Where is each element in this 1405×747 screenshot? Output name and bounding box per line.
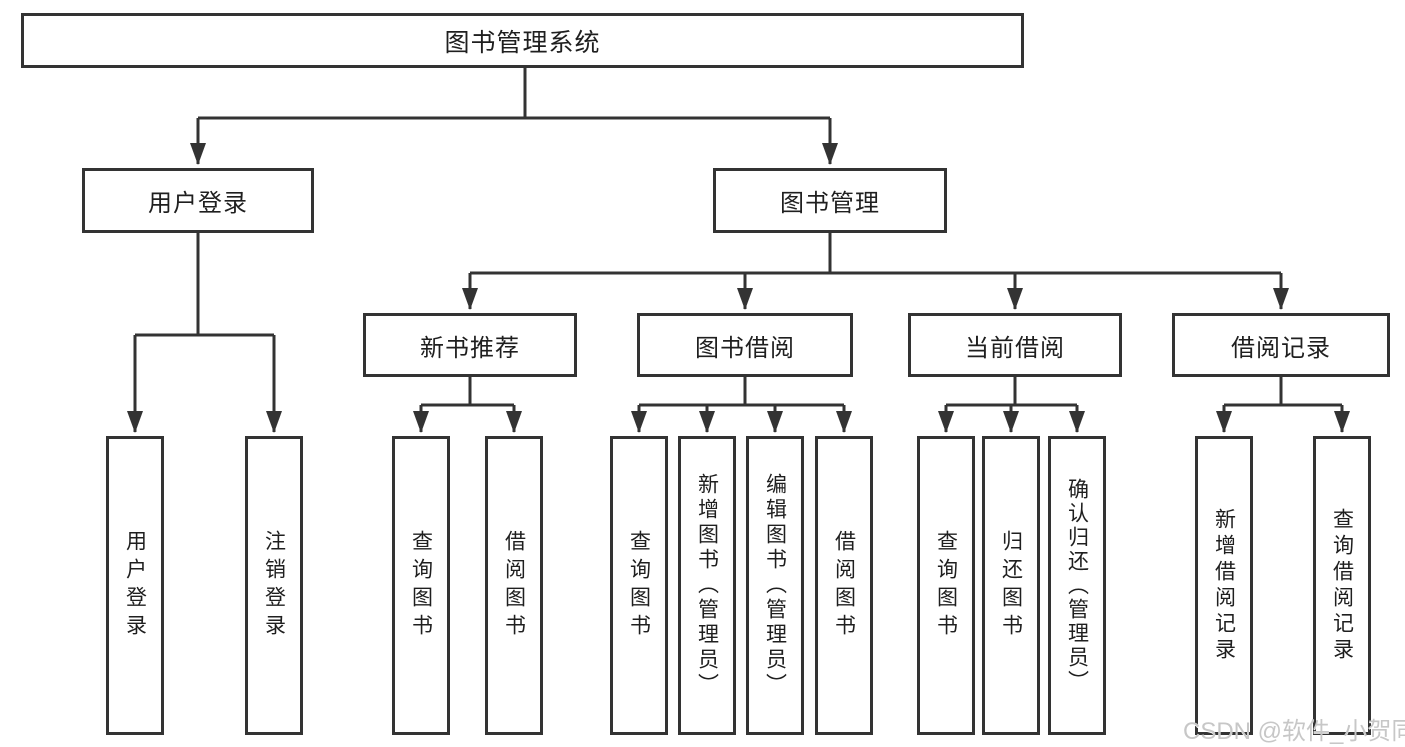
csdn-watermark: CSDN @软件_小贺同学 [1183, 718, 1405, 745]
node-user-login: 用户登录 [82, 168, 314, 233]
node-label: 注销登录 [262, 529, 286, 642]
leaf-add-borrow-record: 新增借阅记录 [1195, 436, 1253, 735]
leaf-query-books: 查询图书 [610, 436, 668, 735]
node-borrow-records: 借阅记录 [1172, 313, 1390, 377]
leaf-return-books: 归还图书 [982, 436, 1040, 735]
leaf-borrow-books: 借阅图书 [815, 436, 873, 735]
node-book-management: 图书管理 [713, 168, 947, 233]
node-label: 借阅图书 [832, 529, 856, 642]
node-label: 图书借阅 [695, 334, 795, 362]
node-current-borrow: 当前借阅 [908, 313, 1122, 377]
node-label: 归还图书 [999, 529, 1023, 642]
node-label: 图书管理系统 [444, 28, 601, 57]
leaf-borrow-books: 借阅图书 [485, 436, 543, 735]
leaf-add-books-admin: 新增图书（管理员） [678, 436, 736, 735]
node-book-borrow: 图书借阅 [637, 313, 853, 377]
node-label: 当前借阅 [965, 334, 1065, 362]
node-label: 确认归还（管理员） [1065, 477, 1089, 694]
node-label: 查询图书 [627, 529, 651, 642]
leaf-query-books: 查询图书 [917, 436, 975, 735]
leaf-query-borrow-record: 查询借阅记录 [1313, 436, 1371, 735]
leaf-logout: 注销登录 [245, 436, 303, 735]
leaf-user-login: 用户登录 [106, 436, 164, 735]
node-label: 借阅记录 [1231, 334, 1331, 362]
node-label: 用户登录 [148, 190, 248, 217]
node-label: 新增图书（管理员） [695, 473, 719, 698]
node-library-management-system: 图书管理系统 [21, 13, 1024, 68]
node-label: 查询借阅记录 [1330, 507, 1354, 664]
leaf-confirm-return-admin: 确认归还（管理员） [1048, 436, 1106, 735]
node-label: 编辑图书（管理员） [763, 473, 787, 698]
node-label: 用户登录 [123, 529, 147, 642]
node-label: 新书推荐 [420, 334, 520, 362]
node-label: 查询图书 [409, 529, 433, 642]
leaf-edit-books-admin: 编辑图书（管理员） [746, 436, 804, 735]
node-label: 借阅图书 [502, 529, 526, 642]
node-label: 新增借阅记录 [1212, 507, 1236, 664]
node-label: 查询图书 [934, 529, 958, 642]
leaf-query-books: 查询图书 [392, 436, 450, 735]
node-new-book-recommend: 新书推荐 [363, 313, 577, 377]
node-label: 图书管理 [780, 190, 880, 217]
